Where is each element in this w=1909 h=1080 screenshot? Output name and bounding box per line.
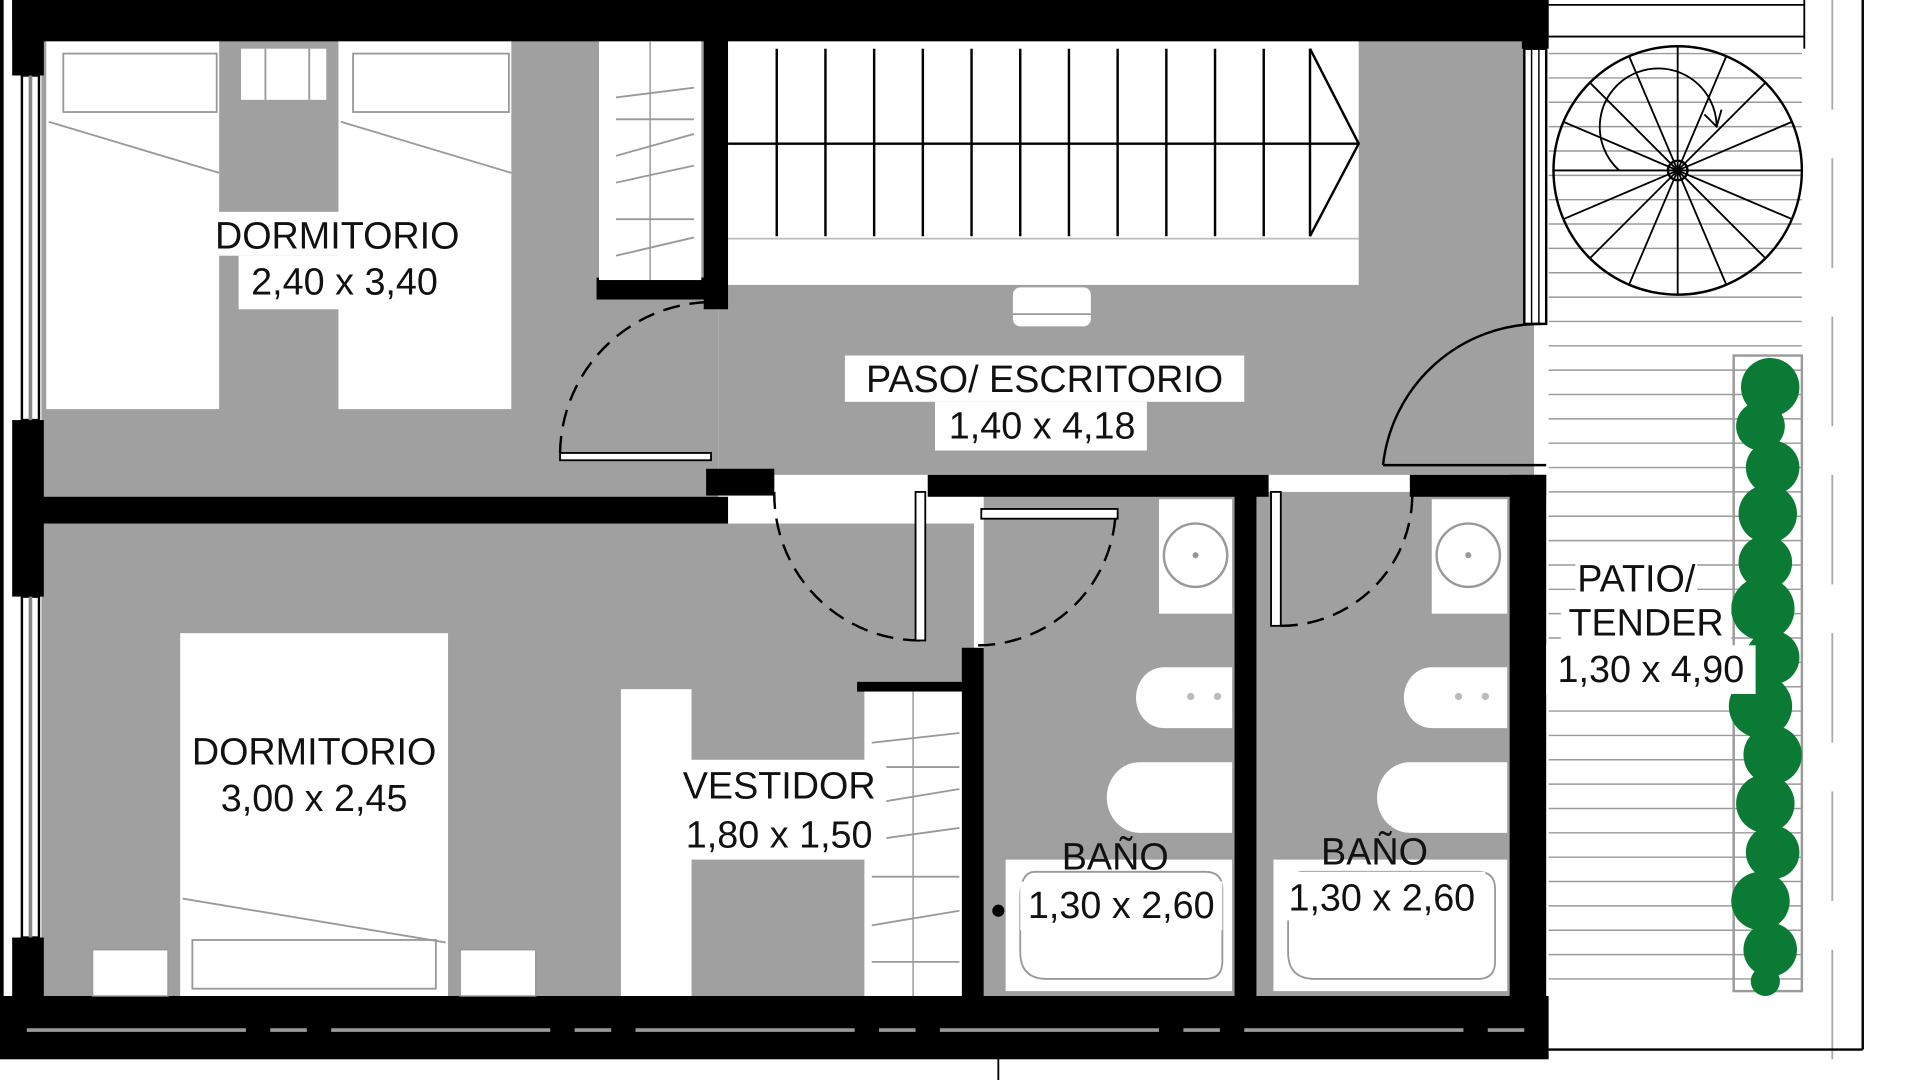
bidet-icon (1136, 667, 1233, 729)
wall-left (12, 0, 44, 76)
door-swing-icon (1270, 490, 1414, 628)
label-bano-1: BAÑO 1,30 x 2,60 (1020, 835, 1223, 931)
label-paso-escritorio: PASO/ ESCRITORIO 1,40 x 4,18 (844, 355, 1245, 451)
label-bano-2: BAÑO 1,30 x 2,60 (1278, 830, 1486, 921)
room-name: BAÑO (1321, 830, 1428, 872)
door-swing-icon (558, 300, 712, 462)
room-dimensions: 1,80 x 1,50 (686, 813, 873, 855)
door-swing-icon (1381, 322, 1547, 467)
wall-bano-divider (1234, 491, 1257, 996)
bed-icon (180, 633, 449, 996)
room-name: DORMITORIO (215, 214, 460, 256)
room-dimensions: 1,30 x 2,60 (1288, 877, 1475, 919)
bed-icon (46, 41, 220, 410)
room-dimensions: 1,40 x 4,18 (949, 404, 1136, 446)
room-dimensions: 1,30 x 2,60 (1028, 884, 1215, 926)
wall-dorm-divider (41, 496, 729, 524)
wardrobe-icon (598, 41, 702, 281)
window-left-top (20, 74, 41, 422)
bidet-icon (1403, 667, 1508, 729)
label-dormitorio-1: DORMITORIO 2,40 x 3,40 (204, 211, 470, 310)
room-name-line1: PATIO/ (1577, 558, 1696, 600)
nightstand-icon (91, 948, 537, 997)
room-name: VESTIDOR (683, 765, 876, 807)
wall-bottom (0, 995, 1549, 1060)
room-name: DORMITORIO (192, 731, 437, 773)
stair-icon (728, 41, 1361, 285)
room-dimensions: 1,30 x 4,90 (1558, 648, 1745, 690)
chair-icon (1012, 287, 1091, 327)
toilet-icon (1106, 762, 1233, 833)
window-paso-patio (1523, 47, 1548, 326)
room-dimensions: 2,40 x 3,40 (251, 261, 438, 303)
door-swing-icon (973, 508, 1119, 647)
room-dimensions: 3,00 x 2,45 (221, 777, 408, 819)
spiral-stair-icon (1552, 45, 1804, 296)
marker-dot (992, 904, 1005, 917)
sink-icon (1431, 499, 1508, 614)
label-dormitorio-2: DORMITORIO 3,00 x 2,45 (192, 731, 437, 819)
label-patio-tender: PATIO/ TENDER 1,30 x 4,90 (1546, 558, 1756, 695)
nightstand-icon (241, 48, 327, 100)
wall-top (12, 0, 1549, 42)
toilet-icon (1377, 762, 1508, 833)
room-name: BAÑO (1062, 835, 1169, 877)
wall-bano-top (927, 474, 1269, 497)
room-name: PASO/ ESCRITORIO (866, 358, 1223, 400)
window-left-bottom (20, 595, 41, 939)
wall-stair (703, 36, 729, 310)
room-name-line2: TENDER (1568, 602, 1723, 644)
walls (0, 0, 1549, 1060)
property-line (997, 0, 1864, 1080)
wall-vestidor-bano (961, 647, 984, 1001)
sink-icon (1159, 499, 1233, 614)
wall-right (1509, 474, 1547, 999)
door-swing-icon (773, 490, 927, 642)
wardrobe-icon (620, 689, 962, 996)
label-vestidor: VESTIDOR 1,80 x 1,50 (672, 759, 887, 860)
